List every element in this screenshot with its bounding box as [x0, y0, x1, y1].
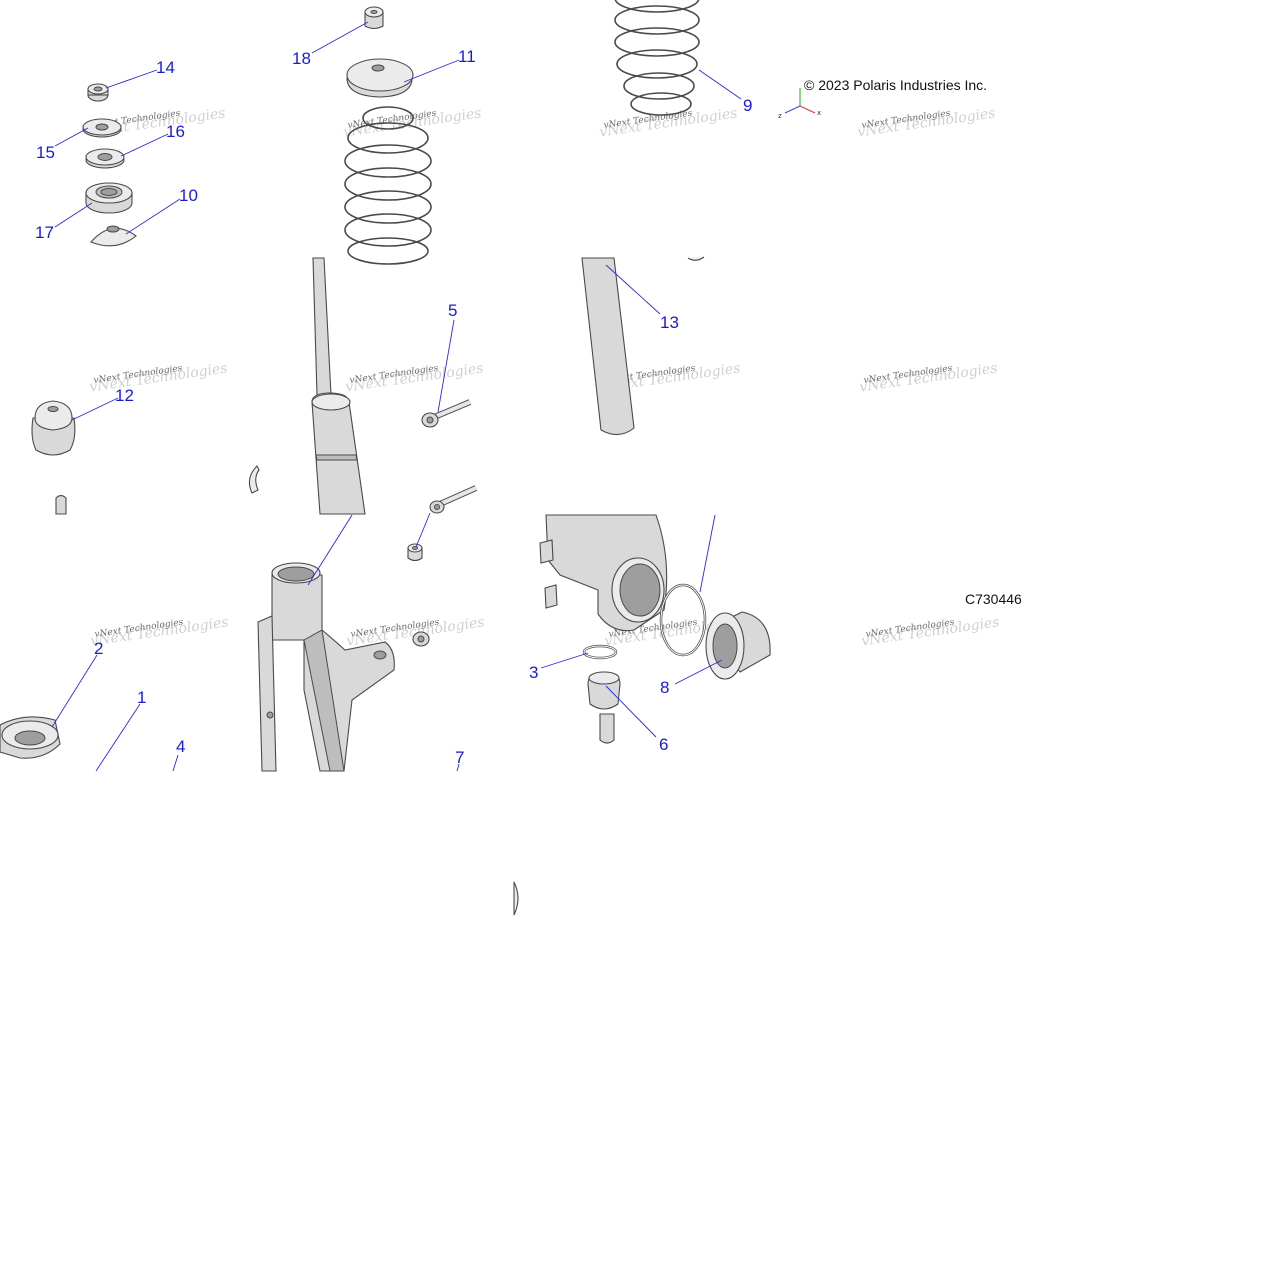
part-11-spring-seat: [346, 58, 414, 98]
callout-15: 15: [36, 143, 55, 162]
callout-11: 11: [458, 47, 476, 66]
part-15-washer: [82, 118, 122, 138]
part-8-bearing: [705, 611, 771, 680]
watermarks: vNext Technologies vNext Technologies vN…: [86, 105, 1000, 649]
part-16-washer: [85, 148, 125, 169]
leader-14: [105, 69, 158, 89]
part-14-nut: [87, 83, 109, 102]
part-5-bolt: [421, 399, 472, 428]
callout-14: 14: [156, 58, 175, 77]
leader-13: [605, 264, 661, 315]
leader-clip: [699, 514, 716, 593]
leader-11: [403, 59, 460, 83]
leader-bolt: [415, 512, 431, 548]
callout-5: 5: [448, 301, 457, 320]
leader-17: [54, 202, 93, 228]
leader-9: [698, 69, 742, 100]
callout-labels: 14 15 16 17 10 18 11 9 12 5 13 2 1 4 7 3…: [35, 47, 752, 767]
leader-18: [311, 21, 369, 54]
leader-6: [605, 685, 657, 738]
leader-knuckle: [307, 514, 353, 586]
leader-7: [456, 763, 460, 772]
part-3-snap-ring: [582, 644, 618, 660]
leader-2: [51, 654, 98, 728]
callout-17: 17: [35, 223, 54, 242]
axis-label-x: x: [817, 109, 821, 117]
coil-spring-lower: [344, 106, 432, 265]
leader-15: [54, 127, 89, 147]
coil-spring-upper: [614, 0, 700, 116]
callout-8: 8: [660, 678, 669, 697]
part-10-cup: [90, 225, 137, 247]
bolt-upper: [429, 485, 478, 514]
damper-rod-top: [55, 494, 67, 515]
partial-edge-top: [687, 256, 705, 261]
nut-lower: [407, 543, 423, 562]
part-13-damper-tube: [581, 257, 635, 436]
part-2-spring-cup: [0, 716, 61, 759]
callout-1: 1: [137, 688, 146, 707]
callout-12: 12: [115, 386, 134, 405]
part-18-nut: [364, 6, 384, 30]
part-12-bump-stop: [31, 400, 76, 456]
callout-18: 18: [292, 49, 311, 68]
diagram-code: C730446: [965, 591, 1022, 607]
callout-4: 4: [176, 737, 185, 756]
callout-7: 7: [455, 748, 464, 767]
leader-5: [437, 319, 455, 413]
copyright-text: © 2023 Polaris Industries Inc.: [804, 77, 987, 93]
callout-10: 10: [179, 186, 198, 205]
part-circlip-large: [659, 583, 707, 657]
callout-2: 2: [94, 639, 103, 658]
leader-16: [120, 133, 169, 157]
leader-10: [125, 198, 181, 235]
leader-1: [95, 703, 141, 772]
leader-8: [674, 659, 723, 685]
callout-6: 6: [659, 735, 668, 754]
leader-lines: [51, 21, 742, 772]
nut-side: [412, 631, 430, 647]
leader-12: [71, 397, 119, 421]
leader-4: [172, 754, 179, 772]
part-17-bearing: [85, 182, 133, 214]
partial-clip-left: [248, 465, 260, 494]
callout-9: 9: [743, 96, 752, 115]
axis-label-z: z: [778, 112, 782, 120]
shock-absorber-body: [311, 257, 366, 515]
hub-knuckle: [539, 514, 668, 632]
callout-3: 3: [529, 663, 538, 682]
part-6-ball-joint: [587, 671, 621, 744]
leader-3: [540, 652, 589, 669]
callout-16: 16: [166, 122, 185, 141]
callout-13: 13: [660, 313, 679, 332]
partial-edge-bottom: [513, 881, 519, 916]
axis-triad: x z: [778, 88, 821, 120]
knuckle-housing: [257, 562, 395, 772]
